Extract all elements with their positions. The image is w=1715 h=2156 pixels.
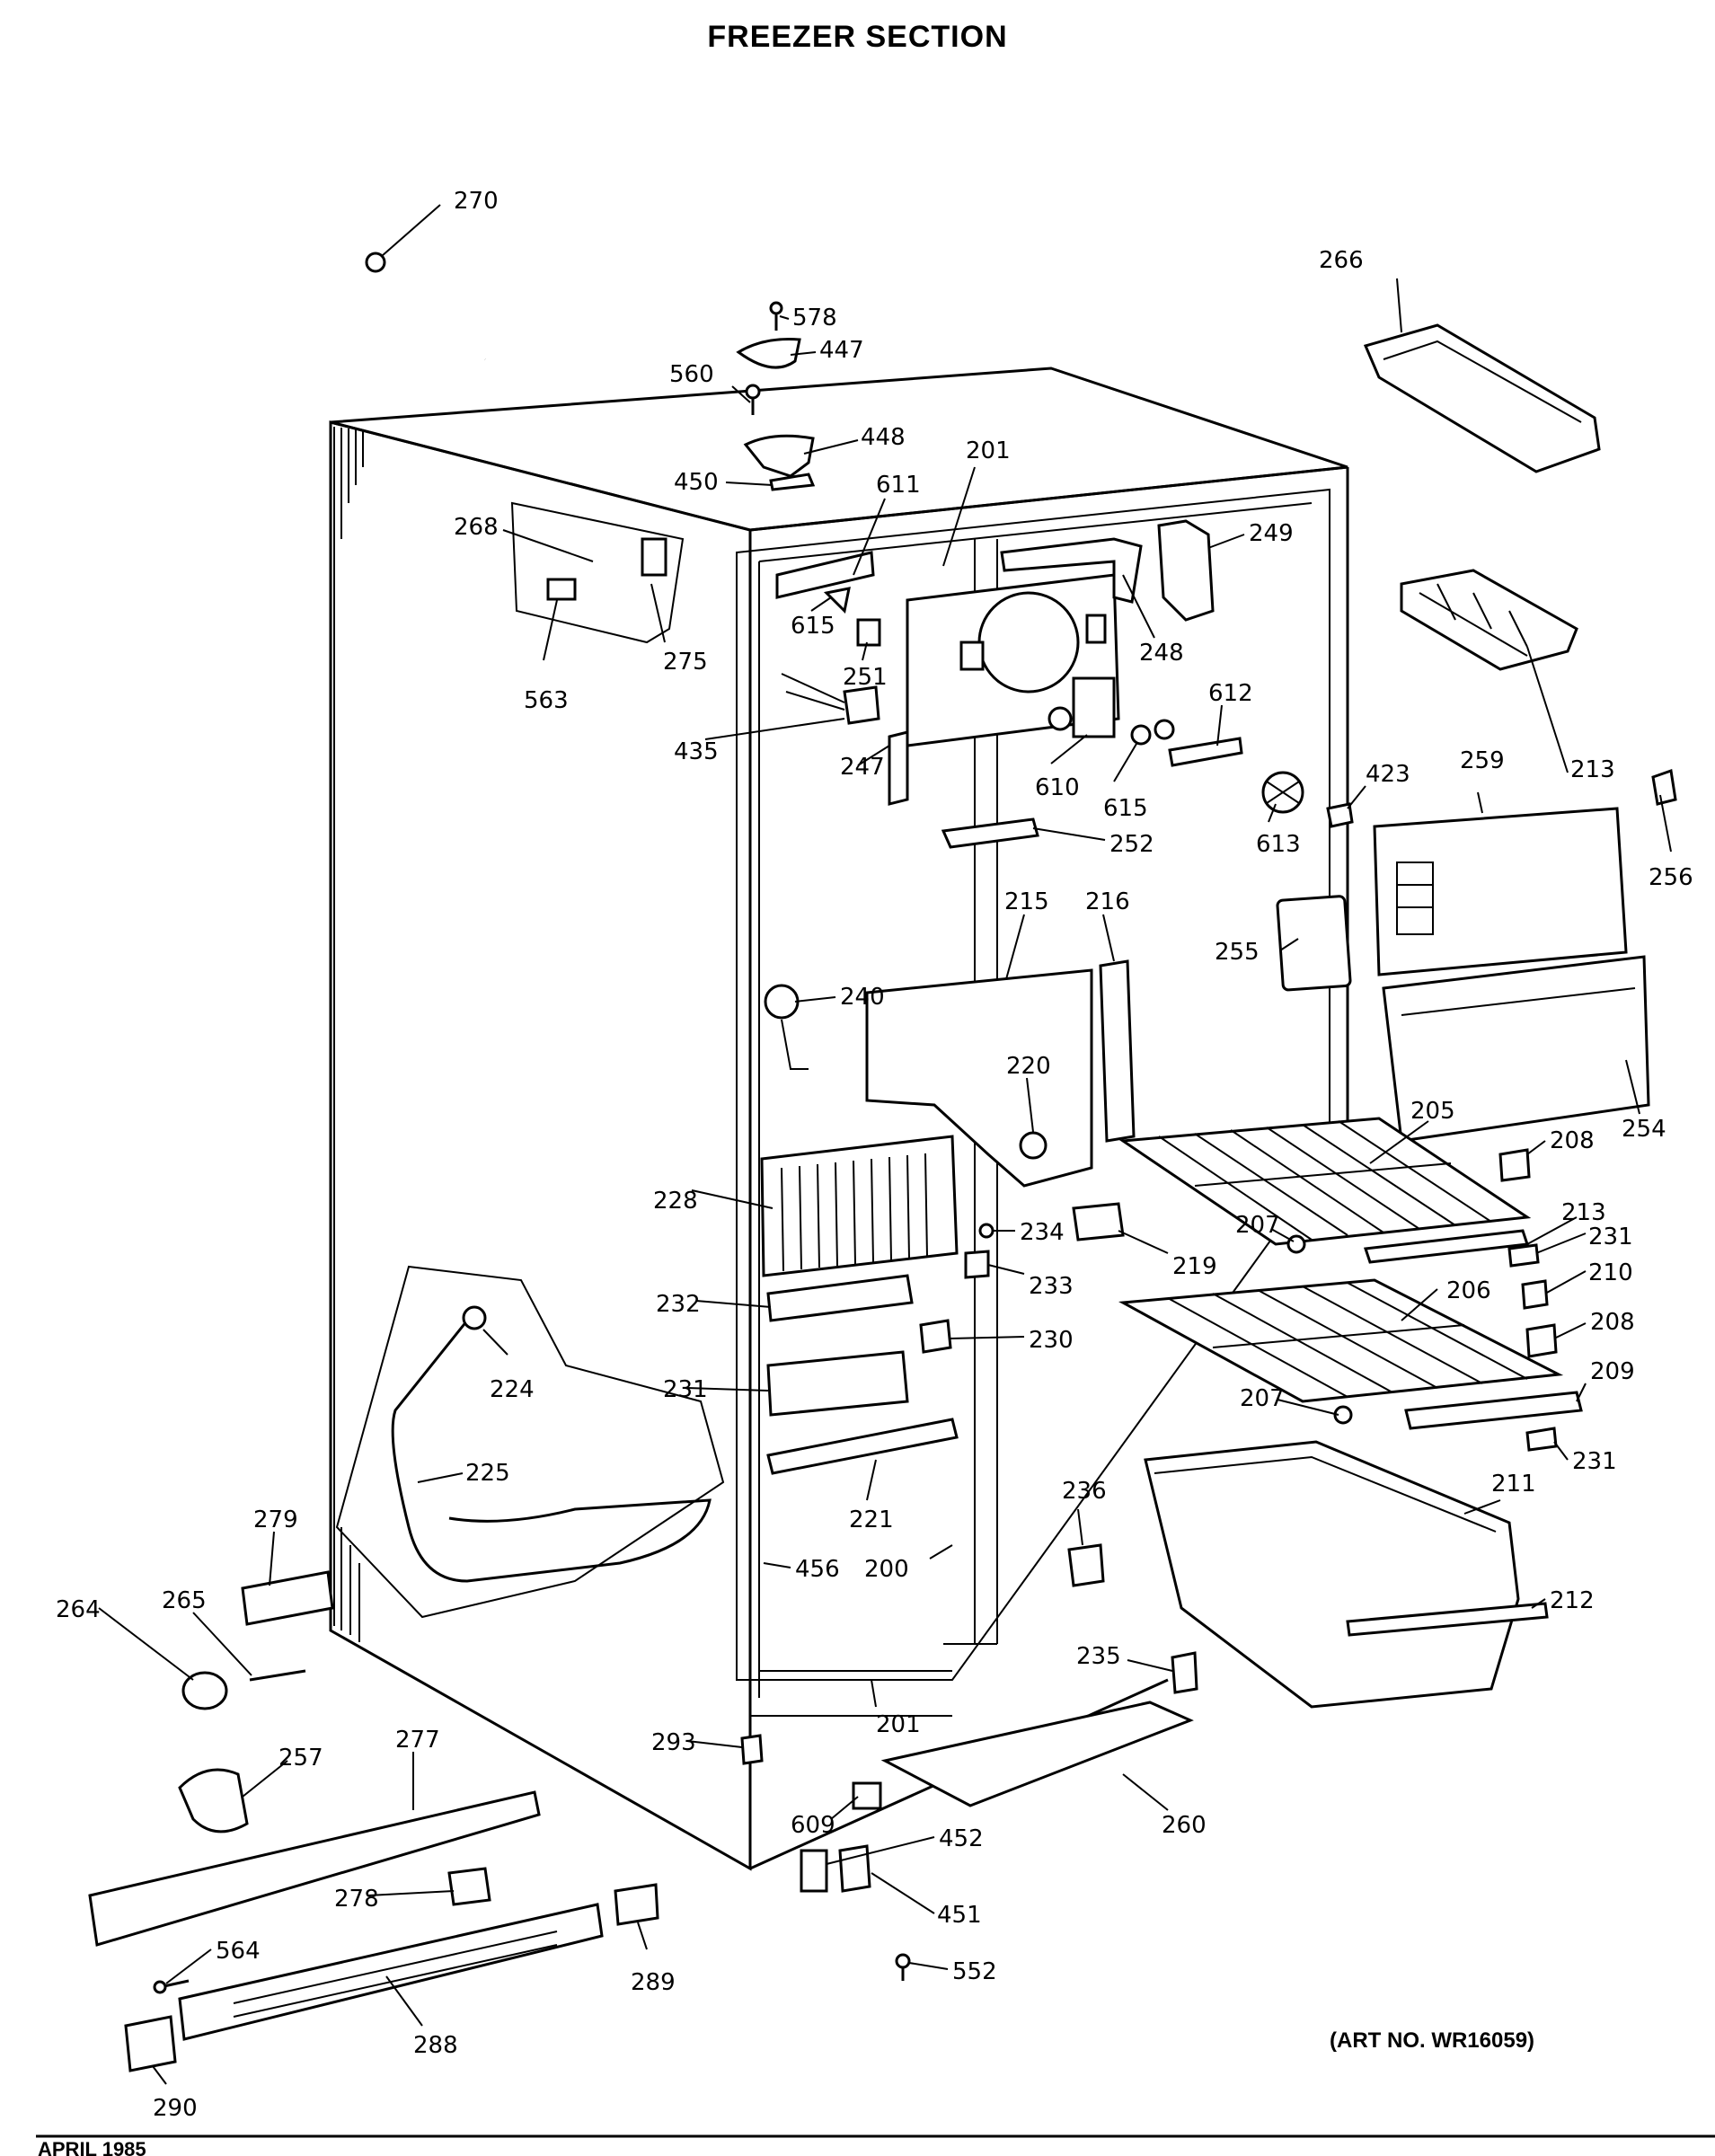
part-label: 231 [1588,1224,1633,1250]
part-label: 209 [1590,1358,1635,1385]
part-label: 206 [1446,1277,1491,1304]
part-label: 234 [1020,1219,1065,1246]
part-label: 275 [663,649,708,676]
part-label: 224 [490,1376,535,1403]
part-label: 210 [1588,1259,1633,1286]
part-label: 235 [1076,1643,1121,1670]
part-label: 277 [395,1727,440,1754]
part-label: 609 [791,1812,835,1839]
part-label: 610 [1035,774,1080,801]
part-label: 230 [1029,1327,1074,1354]
part-label: 208 [1550,1127,1595,1154]
part-label: 212 [1550,1587,1595,1614]
bottom-parts [88,1570,1198,2072]
shelves [1118,1117,1583,1452]
part-label: 293 [651,1729,696,1756]
part-label: 611 [876,472,921,499]
part-label: 219 [1172,1253,1217,1280]
part-label: 564 [216,1938,261,1965]
part-label: 247 [840,754,885,781]
part-label: 220 [1006,1053,1051,1080]
footer-date: APRIL 1985 [38,2138,146,2156]
evaporator-coil [760,1135,959,1277]
part-label: 423 [1366,761,1410,788]
part-label: 228 [653,1188,698,1215]
part-label: 201 [876,1711,921,1738]
part-label: 552 [952,1958,997,1985]
insert-panel [335,1265,725,1619]
part-label: 248 [1139,640,1184,667]
part-label: 256 [1649,864,1693,891]
part-label: 266 [1319,247,1364,274]
part-label: 200 [864,1556,909,1583]
part-label: 213 [1561,1199,1606,1226]
part-label: 233 [1029,1273,1074,1300]
part-label: 279 [253,1507,298,1533]
part-label: 563 [524,687,569,714]
part-label: 260 [1162,1812,1207,1839]
part-label: 231 [663,1376,708,1403]
evaporator-parts [760,519,1243,1587]
part-label: 252 [1109,831,1154,858]
right-accessories [1261,323,1677,1143]
part-label: 268 [454,514,499,541]
part-label: 615 [1103,795,1148,822]
part-label: 264 [56,1596,101,1623]
part-label: 435 [674,738,719,765]
part-label: 288 [413,2032,458,2059]
leader-lines [98,204,1672,2085]
part-label: 456 [795,1556,840,1583]
side-clip [546,578,577,601]
part-label: 251 [843,664,888,691]
part-label: 255 [1215,939,1260,966]
part-label: 452 [939,1825,984,1852]
part-label: 448 [861,424,906,451]
part-label: 231 [1572,1448,1617,1475]
part-label: 221 [849,1507,894,1533]
part-label: 560 [669,361,714,388]
part-label: 249 [1249,520,1294,547]
part-label: 208 [1590,1309,1635,1336]
part-label: 278 [334,1886,379,1913]
part-label: 615 [791,613,835,640]
part-label: 257 [278,1745,323,1772]
part-label: 289 [631,1969,676,1996]
pan [1144,1440,1549,1709]
part-label: 211 [1491,1471,1536,1498]
part-label: 201 [966,437,1011,464]
art-number: (ART NO. WR16059) [1330,2028,1535,2053]
part-number-labels: 270 578 447 266 560 448 201 450 611 249 … [56,188,1693,2122]
part-label: 232 [656,1291,701,1318]
part-label: 447 [819,337,864,364]
part-label: 450 [674,469,719,496]
part-label: 265 [162,1587,207,1614]
part-label: 259 [1460,747,1505,774]
part-label: 236 [1062,1478,1107,1505]
part-label: 612 [1208,680,1253,707]
part-label: 225 [465,1460,510,1487]
part-label: 451 [937,1902,982,1929]
part-label: 240 [840,984,885,1011]
side-switch [641,537,667,577]
section-title: FREEZER SECTION [707,20,1008,54]
part-label: 213 [1570,756,1615,783]
part-label: 207 [1235,1212,1280,1239]
part-label: 207 [1240,1385,1285,1412]
top-parts [365,252,816,491]
part-label: 205 [1410,1098,1455,1125]
part-label: 254 [1622,1116,1666,1143]
part-label: 215 [1004,888,1049,915]
part-label: 613 [1256,831,1301,858]
part-label: 290 [153,2095,198,2122]
part-label: 270 [454,188,499,215]
part-label: 578 [792,305,837,331]
part-label: 216 [1085,888,1130,915]
